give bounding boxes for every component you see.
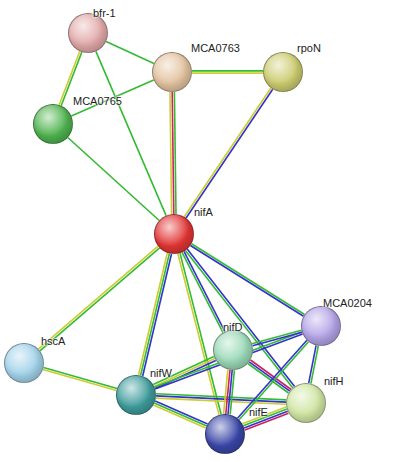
protein-node: nifA [154, 214, 194, 254]
protein-node: MCA0204 [301, 306, 341, 346]
evidence-line [71, 80, 153, 116]
evidence-line [156, 398, 286, 404]
node-label: MCA0204 [323, 297, 372, 309]
protein-node: rpoN [263, 52, 303, 92]
protein-node: bfr-1 [68, 13, 108, 53]
interaction-edge [156, 394, 286, 405]
evidence-line [154, 403, 206, 426]
interaction-edge [170, 92, 176, 214]
evidence-line [139, 253, 168, 375]
evidence-line [170, 92, 172, 214]
node-label: nifD [223, 321, 243, 333]
node-label: rpoN [297, 42, 321, 54]
interaction-edge [252, 330, 302, 346]
interaction-edge [106, 41, 154, 63]
interaction-edge [178, 253, 221, 415]
evidence-line [178, 254, 219, 415]
protein-node: MCA0763 [152, 52, 192, 92]
evidence-line [224, 370, 228, 414]
evidence-line [141, 254, 170, 376]
node-label: nifH [324, 375, 344, 387]
node-label: nifA [194, 206, 213, 218]
evidence-line [309, 345, 316, 383]
protein-node: nifW [116, 375, 156, 415]
protein-node: hscA [4, 343, 44, 383]
evidence-line [180, 253, 221, 414]
evidence-line [155, 401, 207, 424]
evidence-line [68, 138, 159, 221]
interaction-edge [71, 80, 153, 116]
evidence-line [40, 248, 160, 351]
node-label: MCA0763 [191, 42, 240, 54]
node-label: MCA0765 [73, 95, 122, 107]
evidence-line [190, 246, 303, 317]
evidence-line [253, 332, 302, 346]
interaction-edge [38, 246, 159, 351]
evidence-line [44, 367, 118, 388]
evidence-line [106, 41, 154, 63]
interaction-edge [68, 138, 159, 221]
node-label: nifE [249, 406, 268, 418]
protein-node: nifH [286, 383, 326, 423]
interaction-edge [192, 71, 263, 73]
protein-node: MCA0765 [33, 104, 73, 144]
interaction-edge [309, 345, 319, 383]
node-label: bfr-1 [93, 7, 116, 19]
evidence-line [192, 244, 305, 315]
interaction-edge [190, 244, 304, 317]
evidence-line [153, 405, 205, 428]
interaction-edge [43, 367, 117, 390]
evidence-line [143, 254, 172, 376]
interaction-edge [153, 401, 207, 428]
interaction-edge [184, 88, 272, 218]
protein-node: nifD [213, 330, 253, 370]
evidence-line [43, 370, 117, 391]
evidence-line [184, 88, 271, 217]
protein-node: nifE [205, 414, 245, 454]
interaction-edge [224, 370, 235, 415]
node-label: hscA [41, 335, 65, 347]
evidence-line [174, 92, 176, 214]
evidence-line [172, 92, 174, 214]
interaction-edge [139, 253, 172, 376]
evidence-line [252, 330, 301, 344]
evidence-line [186, 89, 273, 218]
evidence-line [192, 72, 263, 74]
evidence-line [38, 246, 158, 349]
evidence-line [182, 252, 223, 332]
evidence-line [192, 70, 263, 72]
node-label: nifW [150, 367, 172, 379]
